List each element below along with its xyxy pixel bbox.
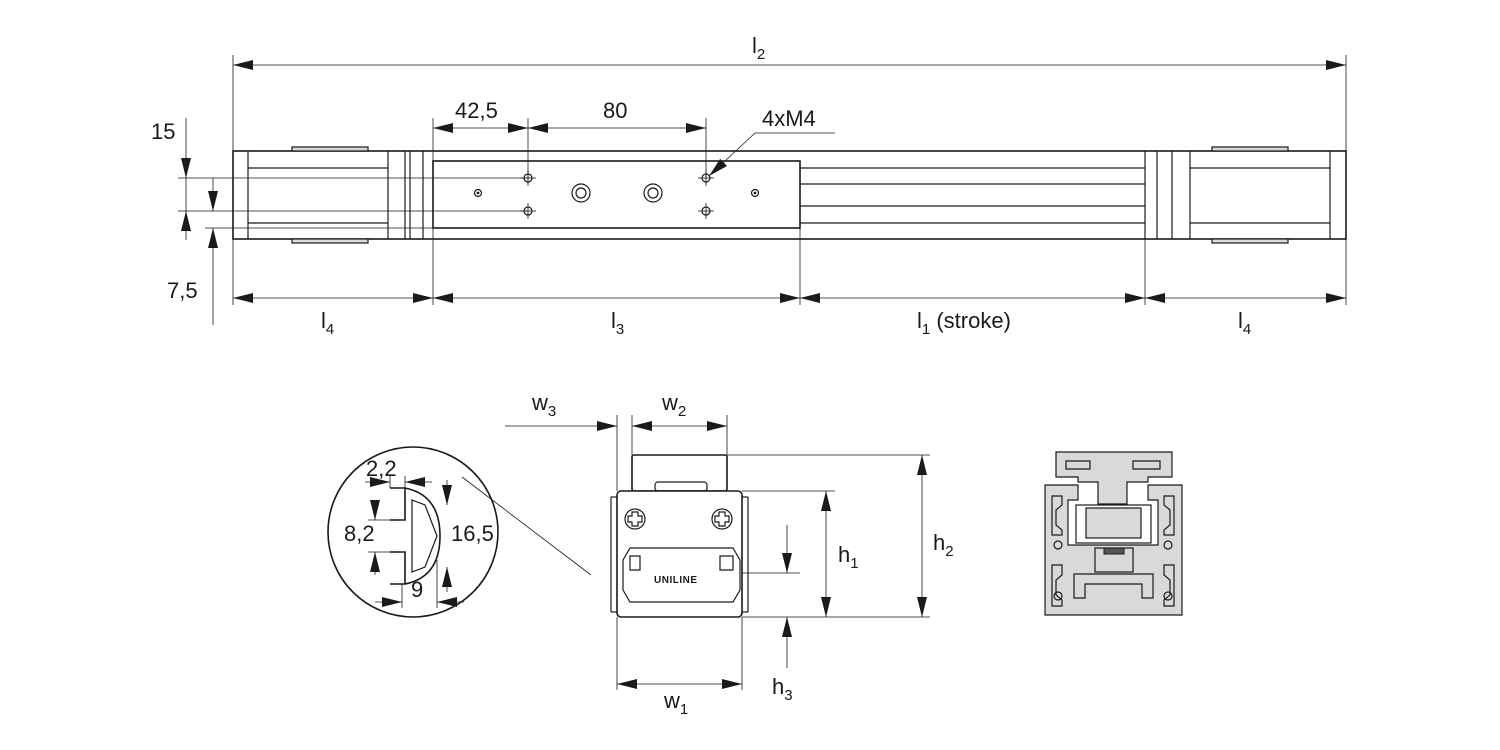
l4-left-main: l [321,308,326,333]
w2-main: w [661,390,678,415]
dim-9: 9 [411,577,423,602]
l4-right-sub: 4 [1243,321,1251,338]
end-body [616,490,743,618]
l3-sub: 3 [616,321,624,338]
left-end-cap [247,146,424,244]
dim-l2: l2 [232,33,1347,151]
dim-80: 80 [603,98,627,123]
rail-grooves [800,167,1145,224]
dim-7-5: 7,5 [167,278,198,303]
screw-icon [711,508,733,530]
detail-view: 2,2 8,2 16,5 9 [327,446,592,618]
l1-main: l [917,308,922,333]
top-block [631,454,728,492]
top-view: l2 l4 l3 l1 (stroke) l4 42,5 80 [151,33,1347,338]
w2-sub: 2 [678,403,686,420]
end-view: UNILINE w3 w2 w1 h1 h2 h3 [505,390,954,718]
profile-cross-section [1044,451,1183,616]
w3-main: w [531,390,548,415]
dim-8-2: 8,2 [344,521,375,546]
h1-main: h [838,542,850,567]
svg-text:h2: h2 [933,530,954,560]
h2-sub: 2 [945,543,953,560]
w1-sub: 1 [680,701,688,718]
h1-sub: 1 [850,555,858,572]
uniline-logo: UNILINE [654,575,698,586]
svg-text:l2: l2 [752,33,765,63]
svg-text:h3: h3 [772,674,793,704]
svg-text:l1 (stroke): l1 (stroke) [917,308,1011,338]
l4-left-sub: 4 [326,321,334,338]
slot-profile [390,487,441,585]
l3-main: l [611,308,616,333]
dim-4xM4: 4xM4 [762,106,816,131]
dim-42-5: 42,5 [455,98,498,123]
dim-hole-spacing: 42,5 80 [432,98,707,178]
dim-vertical-left: 15 7,5 [151,118,528,325]
w3-sub: 3 [548,403,556,420]
carriage [432,160,801,229]
leader-4xM4: 4xM4 [708,106,835,177]
screw-icon [624,508,646,530]
svg-text:h1: h1 [838,542,859,572]
l1-suffix: (stroke) [930,308,1011,333]
h3-sub: 3 [784,687,792,704]
dim-16-5: 16,5 [451,521,494,546]
dim-bottom-chain: l4 l3 l1 (stroke) l4 [232,228,1347,338]
svg-text:l3: l3 [611,308,624,338]
l4-right-main: l [1238,308,1243,333]
h2-main: h [933,530,945,555]
svg-text:l4: l4 [321,308,334,338]
svg-text:w2: w2 [661,390,686,420]
l2-sub: 2 [757,46,765,63]
w1-main: w [663,688,680,713]
dim-15: 15 [151,119,175,144]
detail-circle [327,446,499,618]
l1-sub: 1 [922,321,930,338]
l2-main: l [752,33,757,58]
svg-text:l4: l4 [1238,308,1251,338]
dim-2-2: 2,2 [366,456,397,481]
right-end-cap [1144,146,1331,244]
m4-hole [698,203,714,219]
svg-text:w1: w1 [663,688,688,718]
h3-main: h [772,674,784,699]
svg-text:w3: w3 [531,390,556,420]
